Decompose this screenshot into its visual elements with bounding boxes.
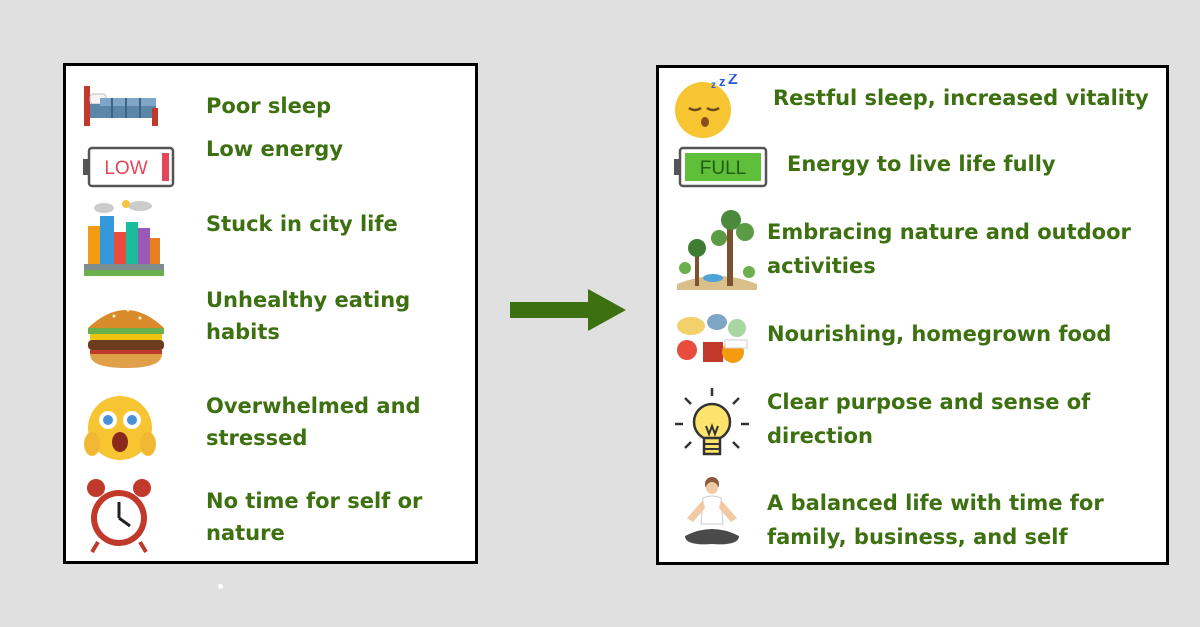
sleeping-face-icon: z z Z xyxy=(673,74,739,140)
before-label-time-1: No time for self or xyxy=(206,489,423,513)
before-label-city: Stuck in city life xyxy=(206,212,398,236)
after-label-energy: Energy to live life fully xyxy=(787,152,1056,176)
lightbulb-icon xyxy=(673,386,751,464)
stressed-face-icon xyxy=(84,392,160,464)
bed-icon xyxy=(82,84,162,128)
after-label-purpose-2: direction xyxy=(767,424,873,448)
svg-text:z: z xyxy=(719,74,726,89)
transition-arrow xyxy=(510,289,626,331)
after-label-purpose-1: Clear purpose and sense of xyxy=(767,390,1091,414)
city-icon xyxy=(82,198,166,278)
after-panel: z z Z Restful sleep, increased vitality … xyxy=(656,65,1169,565)
before-label-eating-2: habits xyxy=(206,320,280,344)
svg-text:Z: Z xyxy=(728,74,738,88)
before-label-sleep: Poor sleep xyxy=(206,94,332,118)
after-label-balance-1: A balanced life with time for xyxy=(767,491,1104,515)
before-label-stress-2: stressed xyxy=(206,426,308,450)
after-label-sleep: Restful sleep, increased vitality xyxy=(773,86,1149,110)
burger-icon xyxy=(84,298,168,370)
svg-text:z: z xyxy=(711,80,716,91)
after-label-balance-2: family, business, and self xyxy=(767,525,1068,549)
after-label-nature-2: activities xyxy=(767,254,876,278)
food-icon xyxy=(673,312,753,366)
after-label-nature-1: Embracing nature and outdoor xyxy=(767,220,1131,244)
before-label-eating-1: Unhealthy eating xyxy=(206,288,411,312)
full-battery-badge: FULL xyxy=(700,158,746,179)
full-battery-icon: FULL xyxy=(673,146,769,188)
before-label-stress-1: Overwhelmed and xyxy=(206,394,421,418)
alarm-clock-icon xyxy=(84,476,154,554)
nature-tree-icon xyxy=(673,208,761,292)
low-battery-badge: LOW xyxy=(104,158,147,179)
decorative-dot xyxy=(218,584,223,589)
before-label-time-2: nature xyxy=(206,521,285,545)
meditation-icon xyxy=(679,474,745,550)
low-battery-icon: LOW xyxy=(82,146,176,188)
before-panel: Poor sleep LOW Low energy Stuck in city … xyxy=(63,63,478,564)
after-label-food: Nourishing, homegrown food xyxy=(767,322,1112,346)
before-label-energy: Low energy xyxy=(206,137,344,161)
